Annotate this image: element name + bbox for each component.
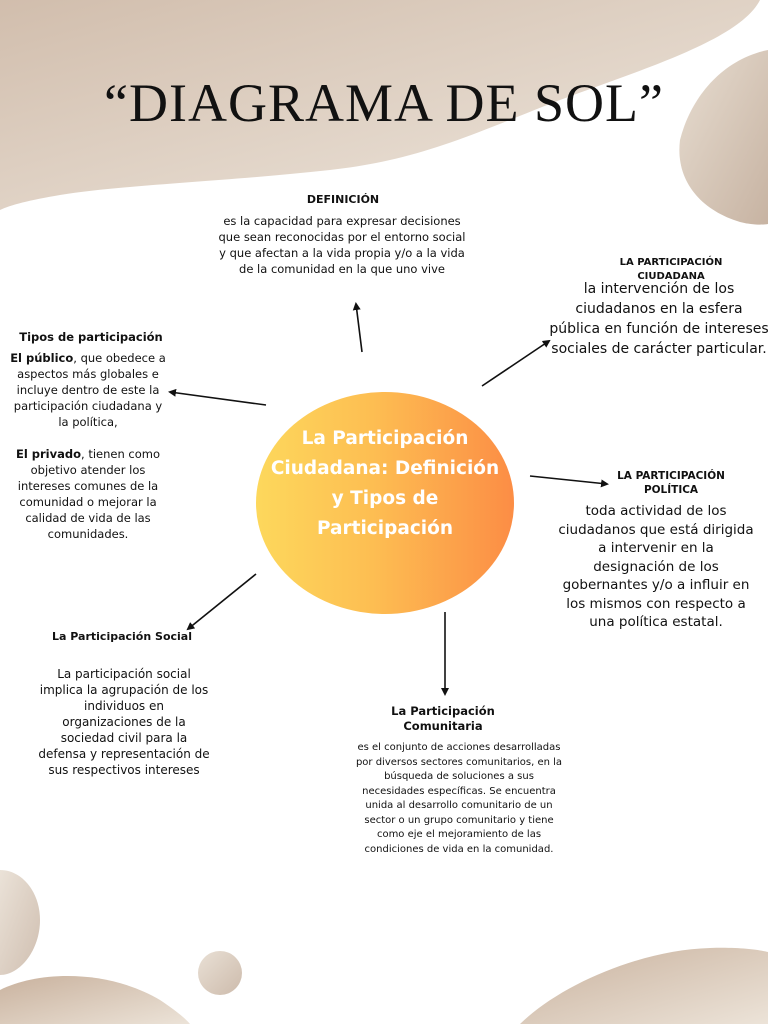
tipos-privado-label: El privado — [15, 447, 82, 461]
bottom-left-blob — [0, 870, 40, 975]
politica-heading: LA PARTICIPACIÓN POLÍTICA — [617, 470, 725, 496]
center-sun-text: La Participación Ciudadana: Definición y… — [248, 424, 522, 544]
arrow-tipos — [168, 388, 267, 406]
tipos-publico: El público, que obedece a aspectos más g… — [8, 350, 168, 430]
bottom-small-blob — [198, 951, 242, 995]
definicion-text: es la capacidad para expresar decisiones… — [218, 214, 466, 276]
tipos-privado: El privado, tienen como objetivo atender… — [8, 446, 168, 542]
ciudadana-text: la intervención de los ciudadanos en la … — [549, 281, 768, 357]
arrow-politica — [529, 475, 609, 488]
tipos-heading: Tipos de participación — [19, 330, 163, 344]
top-left-blob — [0, 0, 760, 210]
social-text: La participación social implica la agrup… — [38, 667, 210, 777]
tipos-text: El público, que obedece a aspectos más g… — [8, 350, 168, 542]
top-right-blob — [679, 50, 768, 225]
definicion-heading: DEFINICIÓN — [306, 193, 380, 206]
comunitaria-text: es el conjunto de acciones desarrolladas… — [355, 742, 563, 855]
center-line-2: Ciudadana: Definición — [270, 458, 500, 479]
bottom-left-large-blob — [0, 976, 190, 1024]
page-title: “DIAGRAMA DE SOL” — [104, 73, 664, 133]
tipos-publico-label: El público — [10, 351, 74, 365]
tipos-publico-text: , que obedece a aspectos más globales e … — [13, 351, 166, 429]
comunitaria-heading: La Participación Comunitaria — [391, 704, 495, 733]
center-sun-circle — [256, 392, 514, 614]
social-heading: La Participación Social — [52, 630, 192, 643]
center-line-3: y Tipos de — [331, 488, 439, 509]
arrow-social — [186, 573, 257, 631]
politica-text: toda actividad de los ciudadanos que est… — [558, 503, 754, 630]
arrow-ciudadana — [481, 339, 551, 387]
center-line-1: La Participación — [301, 428, 469, 449]
tipos-privado-text: , tienen como objetivo atender los inter… — [17, 447, 161, 541]
center-line-4: Participación — [316, 518, 454, 539]
arrow-definicion — [352, 302, 363, 353]
bottom-right-blob — [520, 947, 768, 1024]
ciudadana-heading: LA PARTICIPACIÓN CIUDADANA — [619, 257, 723, 282]
